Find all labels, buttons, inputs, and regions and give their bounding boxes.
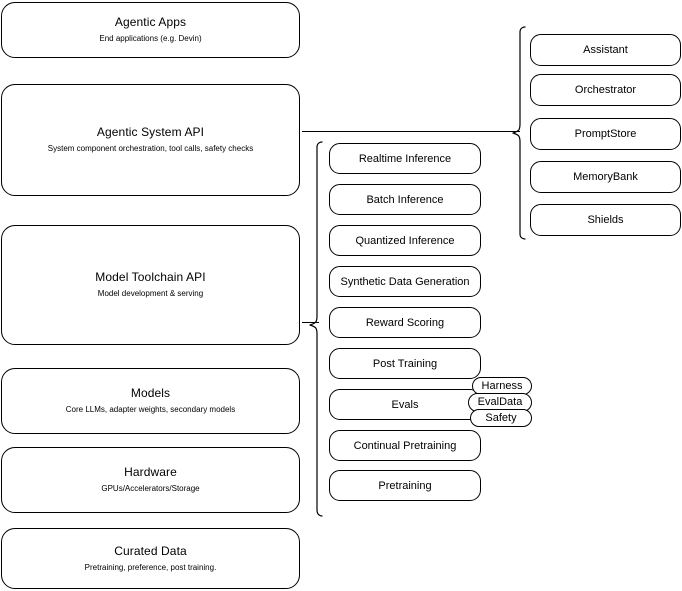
layer-subtitle: Core LLMs, adapter weights, secondary mo… — [65, 405, 236, 414]
system-component-label: Assistant — [583, 44, 628, 56]
capability-label: Reward Scoring — [365, 316, 445, 329]
layer-model-toolchain-api[interactable]: Model Toolchain API Model development & … — [1, 225, 300, 345]
capability-evals[interactable]: Evals — [329, 389, 481, 420]
evals-subitem-label: Harness — [481, 379, 523, 392]
capability-label: Pretraining — [378, 479, 432, 492]
layer-title: Curated Data — [114, 543, 187, 558]
evals-subitem-label: EvalData — [477, 396, 523, 408]
capability-label: Batch Inference — [366, 193, 444, 206]
layer-hardware[interactable]: Hardware GPUs/Accelerators/Storage — [1, 447, 300, 513]
system-component-label: MemoryBank — [573, 171, 638, 183]
capability-label: Quantized Inference — [355, 234, 455, 247]
layer-curated-data[interactable]: Curated Data Pretraining, preference, po… — [1, 528, 300, 589]
capability-label: Continual Pretraining — [353, 439, 457, 452]
evals-subitem-label: Safety — [485, 411, 517, 424]
capability-realtime-inference[interactable]: Realtime Inference — [329, 143, 481, 174]
evals-subitem-safety[interactable]: Safety — [470, 409, 532, 427]
layer-title: Model Toolchain API — [95, 270, 206, 284]
system-component-promptstore[interactable]: PromptStore — [530, 118, 681, 150]
system-component-orchestrator[interactable]: Orchestrator — [530, 74, 681, 106]
system-component-assistant[interactable]: Assistant — [530, 34, 681, 66]
system-component-label: Orchestrator — [574, 84, 637, 96]
toolchain-capabilities-brace-icon — [309, 141, 323, 517]
capability-post-training[interactable]: Post Training — [329, 348, 481, 379]
capability-pretraining[interactable]: Pretraining — [329, 470, 481, 501]
system-components-brace-icon — [512, 26, 526, 240]
layer-title: Models — [130, 386, 171, 400]
layer-subtitle: GPUs/Accelerators/Storage — [101, 484, 200, 493]
layer-title: Agentic System API — [96, 125, 205, 139]
layer-subtitle: End applications (e.g. Devin) — [99, 34, 202, 43]
connector-system-api-to-components — [302, 131, 520, 133]
capability-label: Synthetic Data Generation — [340, 275, 470, 288]
capability-label: Evals — [391, 398, 419, 411]
capability-reward-scoring[interactable]: Reward Scoring — [329, 307, 481, 338]
connector-toolchain-api-to-capabilities — [302, 322, 319, 324]
capability-label: Realtime Inference — [358, 152, 452, 165]
layer-title: Agentic Apps — [114, 15, 187, 29]
evals-subitem-harness[interactable]: Harness — [472, 377, 532, 395]
capability-quantized-inference[interactable]: Quantized Inference — [329, 225, 481, 256]
system-component-label: Shields — [587, 214, 624, 226]
layer-title: Hardware — [124, 465, 177, 479]
layer-agentic-system-api[interactable]: Agentic System API System component orch… — [1, 84, 300, 196]
layer-agentic-apps[interactable]: Agentic Apps End applications (e.g. Devi… — [1, 2, 300, 58]
capability-label: Post Training — [372, 357, 438, 370]
capability-continual-pretraining[interactable]: Continual Pretraining — [329, 430, 481, 461]
layer-subtitle: Model development & serving — [97, 289, 204, 298]
system-component-label: PromptStore — [574, 128, 637, 140]
system-component-memorybank[interactable]: MemoryBank — [530, 161, 681, 193]
evals-subitem-evaldata[interactable]: EvalData — [468, 393, 532, 412]
capability-synthetic-data-generation[interactable]: Synthetic Data Generation — [329, 266, 481, 297]
layer-subtitle: Pretraining, preference, post training. — [84, 562, 217, 572]
capability-batch-inference[interactable]: Batch Inference — [329, 184, 481, 215]
layer-subtitle: System component orchestration, tool cal… — [47, 144, 254, 153]
system-component-shields[interactable]: Shields — [530, 204, 681, 236]
layer-models[interactable]: Models Core LLMs, adapter weights, secon… — [1, 368, 300, 434]
